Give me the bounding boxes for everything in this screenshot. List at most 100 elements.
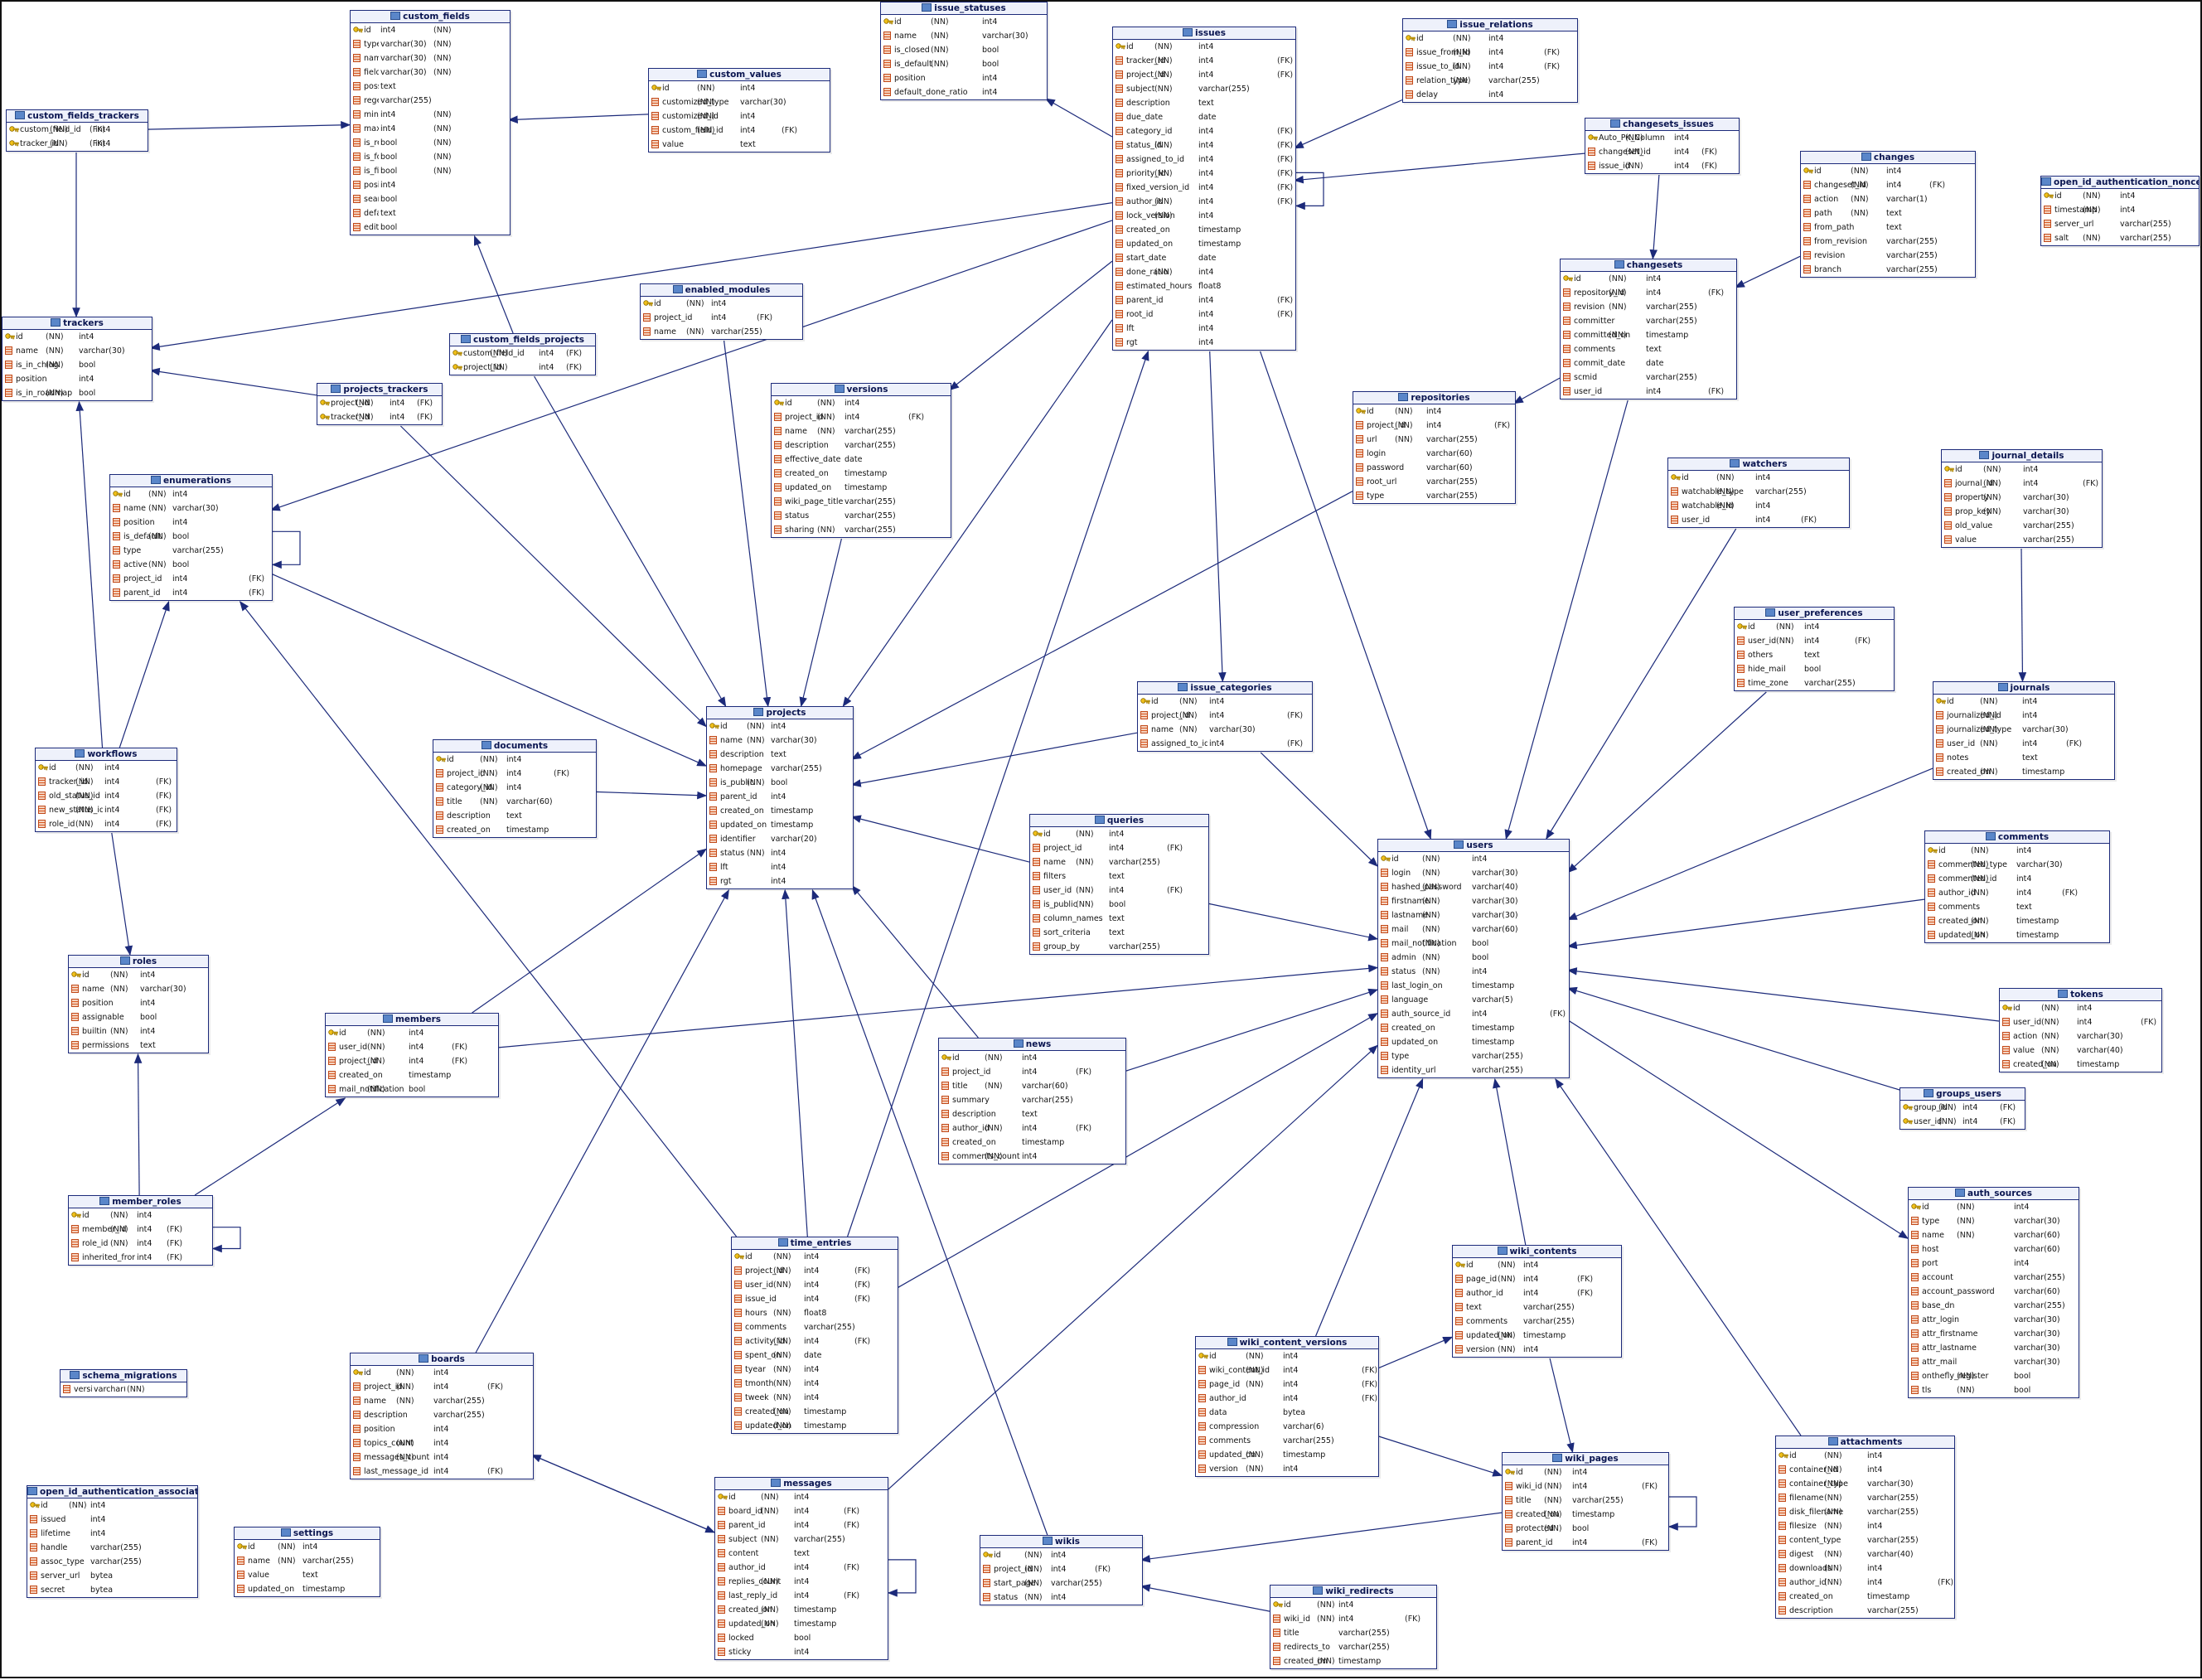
table-icon [1183,28,1193,36]
relation-comments-to-users [1566,898,1925,950]
table-title: custom_fields_projects [450,334,595,346]
table-icon [1827,1437,1838,1445]
table-open-id-authentication-associations[interactable]: open_id_authentication_associationsidint… [27,1485,198,1598]
column-type: int4 [982,88,998,97]
column-type: int4 [1426,407,1442,416]
column-icon [353,223,361,231]
primary-key-icon [1737,622,1747,631]
column-icon [774,413,782,421]
column-type: int4 [794,1507,810,1516]
column-type: timestamp [1198,225,1241,235]
column-type: int4 [1646,387,1662,396]
table-icon [280,1528,291,1537]
column-type: int4 [1867,1564,1883,1573]
column-name: updated_on [1391,1038,1439,1047]
column-row: is_requiredbool(NN) [351,136,510,150]
table-name: auth_sources [1967,1189,2033,1198]
column-null-flag: (NN) [110,971,128,980]
column-null-flag: (NN) [46,346,64,356]
column-name: parent_id [1516,1538,1553,1547]
column-icon [1779,1536,1786,1544]
column-type: bool [1472,939,1489,948]
column-name: customized_type [662,98,729,107]
column-name: issue_id [745,1295,777,1304]
table-name: users [1466,840,1493,850]
column-fk-flag: (FK) [2062,888,2079,898]
column-name: project_id [1126,70,1165,80]
column-null-flag: (NN) [1716,473,1735,482]
table-schema-migrations[interactable]: schema_migrationsversionvarchar(255)(NN) [60,1369,187,1397]
column-icon [1911,1259,1919,1267]
column-fk-flag: (FK) [1701,162,1718,171]
table-custom-fields[interactable]: custom_fieldsidint4(NN)typevarchar(30)(N… [350,10,511,235]
column-null-flag: (NN) [1422,911,1440,920]
primary-key-icon [1911,1203,1921,1211]
column-type: int4 [1867,1522,1883,1531]
column-type: varchar(255) [1572,1496,1624,1505]
column-type: int4 [2022,711,2038,720]
relation-wikis-to-projects [811,888,1048,1536]
column-icon [941,1124,949,1132]
column-type: varchar(255) [711,327,762,336]
column-name: messages_count [364,1453,430,1462]
table-name: workflows [87,749,138,759]
column-icon [718,1549,725,1557]
column-name: downloads [1789,1564,1832,1573]
column-name: from_revision [1814,237,1868,246]
